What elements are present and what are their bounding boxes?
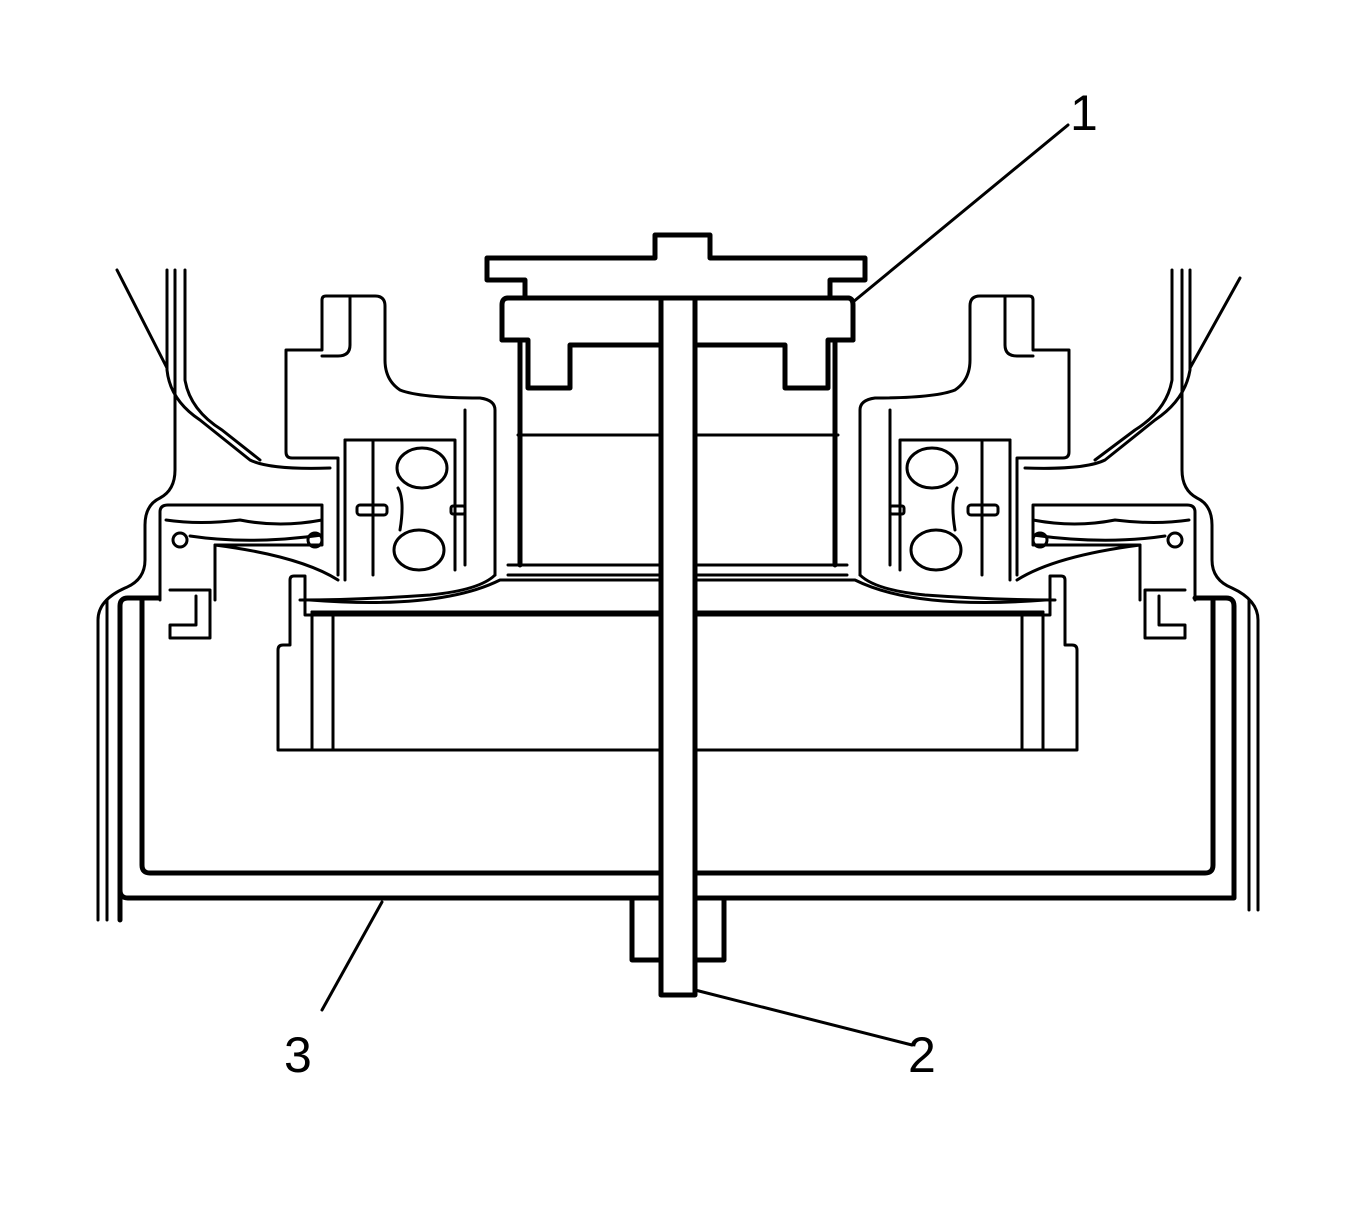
seal-flange-right [1015,503,1197,640]
knuckle-right [858,294,1071,582]
leader-line-2 [693,988,914,1047]
bearing-balls-right [888,438,1000,577]
center-bolt [629,295,727,998]
leader-line-3 [320,900,384,1012]
knuckle-left [284,294,497,582]
callout-label-2: 2 [908,1027,936,1083]
callout-label-3: 3 [284,1027,312,1083]
housing-right-wall [1023,268,1260,912]
leader-line-1 [851,123,1070,304]
bearing-balls-left [355,438,467,577]
housing-left-wall [96,268,332,922]
callout-label-1: 1 [1070,85,1098,141]
callout-leaders [320,123,1070,1047]
seal-flange-left [158,503,340,640]
